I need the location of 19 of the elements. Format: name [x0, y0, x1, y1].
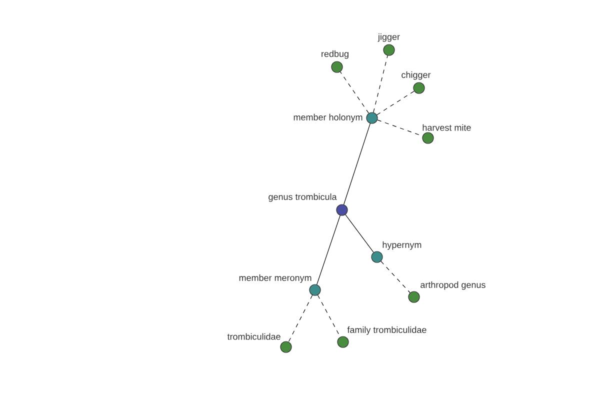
connector-line — [380, 260, 410, 294]
node-label: trombiculidae — [227, 333, 280, 340]
node-label: jigger — [378, 33, 400, 42]
node-label: chigger — [402, 71, 431, 80]
connector-line — [373, 55, 388, 113]
node-label: family trombiculidae — [347, 326, 426, 335]
node-label: arthropod genus — [420, 281, 486, 290]
connector-line — [288, 294, 313, 342]
connector-line — [344, 123, 370, 205]
node-label: member meronym — [239, 274, 312, 283]
connector-line — [340, 71, 370, 114]
node-label: genus trombicula — [268, 193, 337, 202]
connector-line — [345, 214, 374, 253]
node-label: hypernym — [382, 241, 422, 250]
connector-line — [316, 215, 340, 285]
node-label: harvest mite — [422, 124, 471, 131]
connector-line — [376, 90, 414, 116]
node-label: member holonym — [294, 114, 362, 122]
node-label: redbug — [322, 50, 348, 59]
